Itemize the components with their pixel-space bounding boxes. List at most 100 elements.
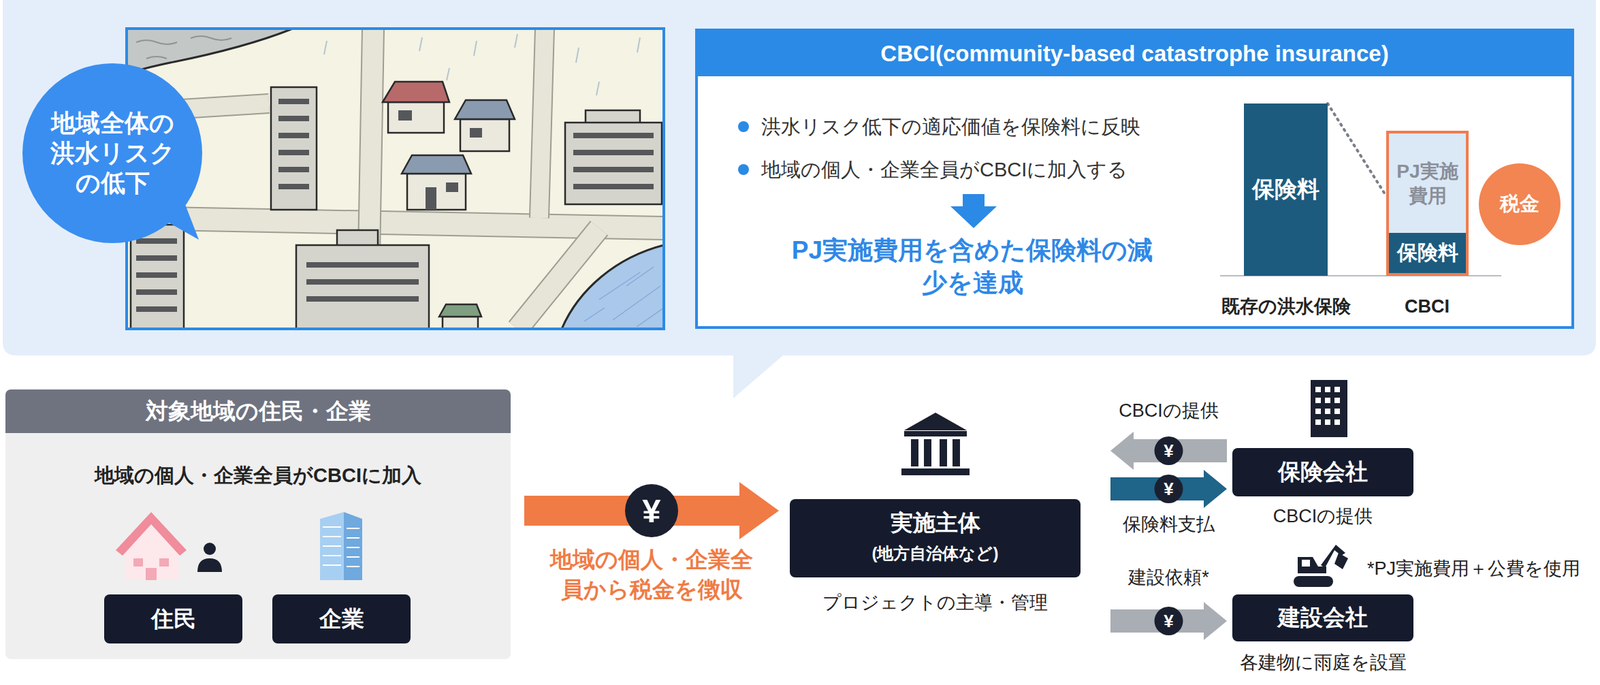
map-illustration	[561, 245, 664, 329]
map-illustration	[306, 262, 419, 268]
insurer-icon	[1334, 408, 1340, 414]
insurer-icon	[1324, 419, 1331, 425]
actor-box: 実施主体(地方自治体など)プロジェクトの主導・管理	[789, 499, 1081, 578]
bar-segment: 保険料	[1388, 232, 1466, 274]
bar-cbci: CBCIPJ実施費用保険料	[1386, 130, 1469, 276]
map-illustration	[439, 304, 482, 317]
actor-text: 保険会社	[1277, 456, 1368, 488]
yen-badge	[1154, 474, 1184, 504]
cbci-panel-art	[738, 164, 749, 175]
tax-circle: 税金	[1478, 163, 1561, 246]
map-illustration	[324, 40, 327, 55]
map-illustration	[278, 132, 310, 139]
panel-title: CBCI(community-based catastrophe insuran…	[697, 31, 1572, 77]
house-icon	[115, 512, 187, 556]
insurer-icon	[1315, 408, 1321, 414]
bar-text: PJ実施費用	[1390, 158, 1465, 208]
person-icon	[197, 558, 222, 572]
house-icon	[145, 567, 157, 581]
insurer-icon	[1315, 419, 1321, 425]
cbci-panel-art	[695, 28, 1575, 329]
bar-caption: CBCI	[1358, 294, 1496, 318]
map-illustration	[130, 81, 662, 329]
insurer-icon	[1310, 379, 1348, 438]
actor-box: 保険会社CBCIの提供	[1232, 448, 1414, 497]
dotted-trend-line	[1327, 103, 1387, 197]
yen-symbol: ¥	[1154, 436, 1184, 466]
map-illustration	[445, 182, 459, 192]
government-icon	[901, 412, 970, 476]
map-illustration	[401, 155, 472, 174]
map-illustration	[126, 28, 664, 329]
arrow-label: 地域の個人・企業全員から税金を徴収	[535, 544, 768, 605]
block-arrow	[524, 482, 779, 540]
actor-text: 企業	[319, 603, 365, 635]
government-icon	[901, 468, 970, 476]
map-illustration	[136, 238, 178, 244]
map-illustration	[126, 217, 664, 229]
map-illustration	[136, 98, 654, 312]
insurer-icon	[1334, 419, 1340, 425]
office-icon	[320, 512, 363, 581]
map-illustration	[573, 183, 654, 190]
actor-box: 建設会社各建物に雨庭を設置	[1232, 594, 1414, 642]
map-illustration	[576, 47, 579, 63]
map-illustration	[388, 102, 444, 133]
map-illustration	[126, 28, 293, 74]
footnote-text: *PJ実施費用＋公費を使用	[1367, 556, 1581, 581]
callout-circle: 地域全体の洪水リスクの低下	[22, 63, 203, 244]
insurer-icon	[1315, 386, 1321, 393]
map-illustration	[278, 98, 310, 105]
excavator-icon	[1293, 544, 1349, 587]
map-illustration	[278, 115, 310, 122]
map-illustration	[136, 36, 232, 59]
map-illustration	[126, 217, 664, 229]
house-icon	[159, 558, 169, 567]
map-illustration	[514, 34, 518, 48]
bullet-text: 洪水リスク低下の適応価値を保険料に反映	[761, 114, 1141, 139]
map-illustration	[136, 272, 178, 278]
panel-text: 地域の個人・企業全員がCBCIに加入	[5, 461, 511, 489]
yen-symbol: ¥	[1154, 474, 1184, 504]
actor-caption: 各建物に雨庭を設置	[1232, 650, 1414, 675]
map-illustration	[278, 183, 310, 190]
map-illustration	[473, 40, 477, 56]
person-icon	[197, 542, 222, 572]
map-illustration	[573, 166, 654, 173]
bar-text: 保険料	[1252, 174, 1320, 205]
map-illustration	[130, 224, 184, 329]
actor-box: 住民	[104, 594, 243, 644]
yen-badge	[1154, 606, 1184, 636]
map-illustration	[306, 279, 419, 285]
insurer-icon	[1334, 397, 1340, 404]
office-icon	[322, 526, 360, 567]
map-illustration	[539, 28, 545, 218]
yen-symbol: ¥	[625, 484, 679, 538]
actor-caption: CBCIの提供	[1232, 503, 1414, 529]
map-illustration	[454, 100, 515, 120]
insurer-icon	[1324, 408, 1331, 414]
map-illustration	[637, 37, 640, 53]
map-illustration	[596, 81, 600, 96]
office-icon	[343, 512, 363, 581]
result-text: PJ実施費用を含めた保険料の減少を達成	[785, 234, 1160, 300]
map-illustration	[460, 119, 510, 152]
block-arrow	[1110, 469, 1227, 508]
callout-text: 地域全体の洪水リスクの低下	[44, 108, 181, 199]
map-illustration	[425, 187, 437, 210]
map-illustration	[278, 149, 310, 156]
map-illustration	[565, 122, 662, 205]
map-illustration	[126, 28, 664, 329]
map-illustration	[136, 255, 178, 261]
actor-text: 建設会社	[1277, 602, 1368, 634]
bullet-text: 地域の個人・企業全員がCBCIに加入する	[761, 157, 1128, 182]
map-illustration	[584, 266, 664, 327]
arrow-label: 建設依頼*	[1080, 565, 1258, 590]
map-illustration	[446, 68, 450, 81]
map-illustration	[539, 28, 545, 218]
map-frame	[126, 28, 664, 329]
map-illustration	[306, 296, 419, 302]
bar-segment: PJ実施費用	[1388, 133, 1466, 233]
